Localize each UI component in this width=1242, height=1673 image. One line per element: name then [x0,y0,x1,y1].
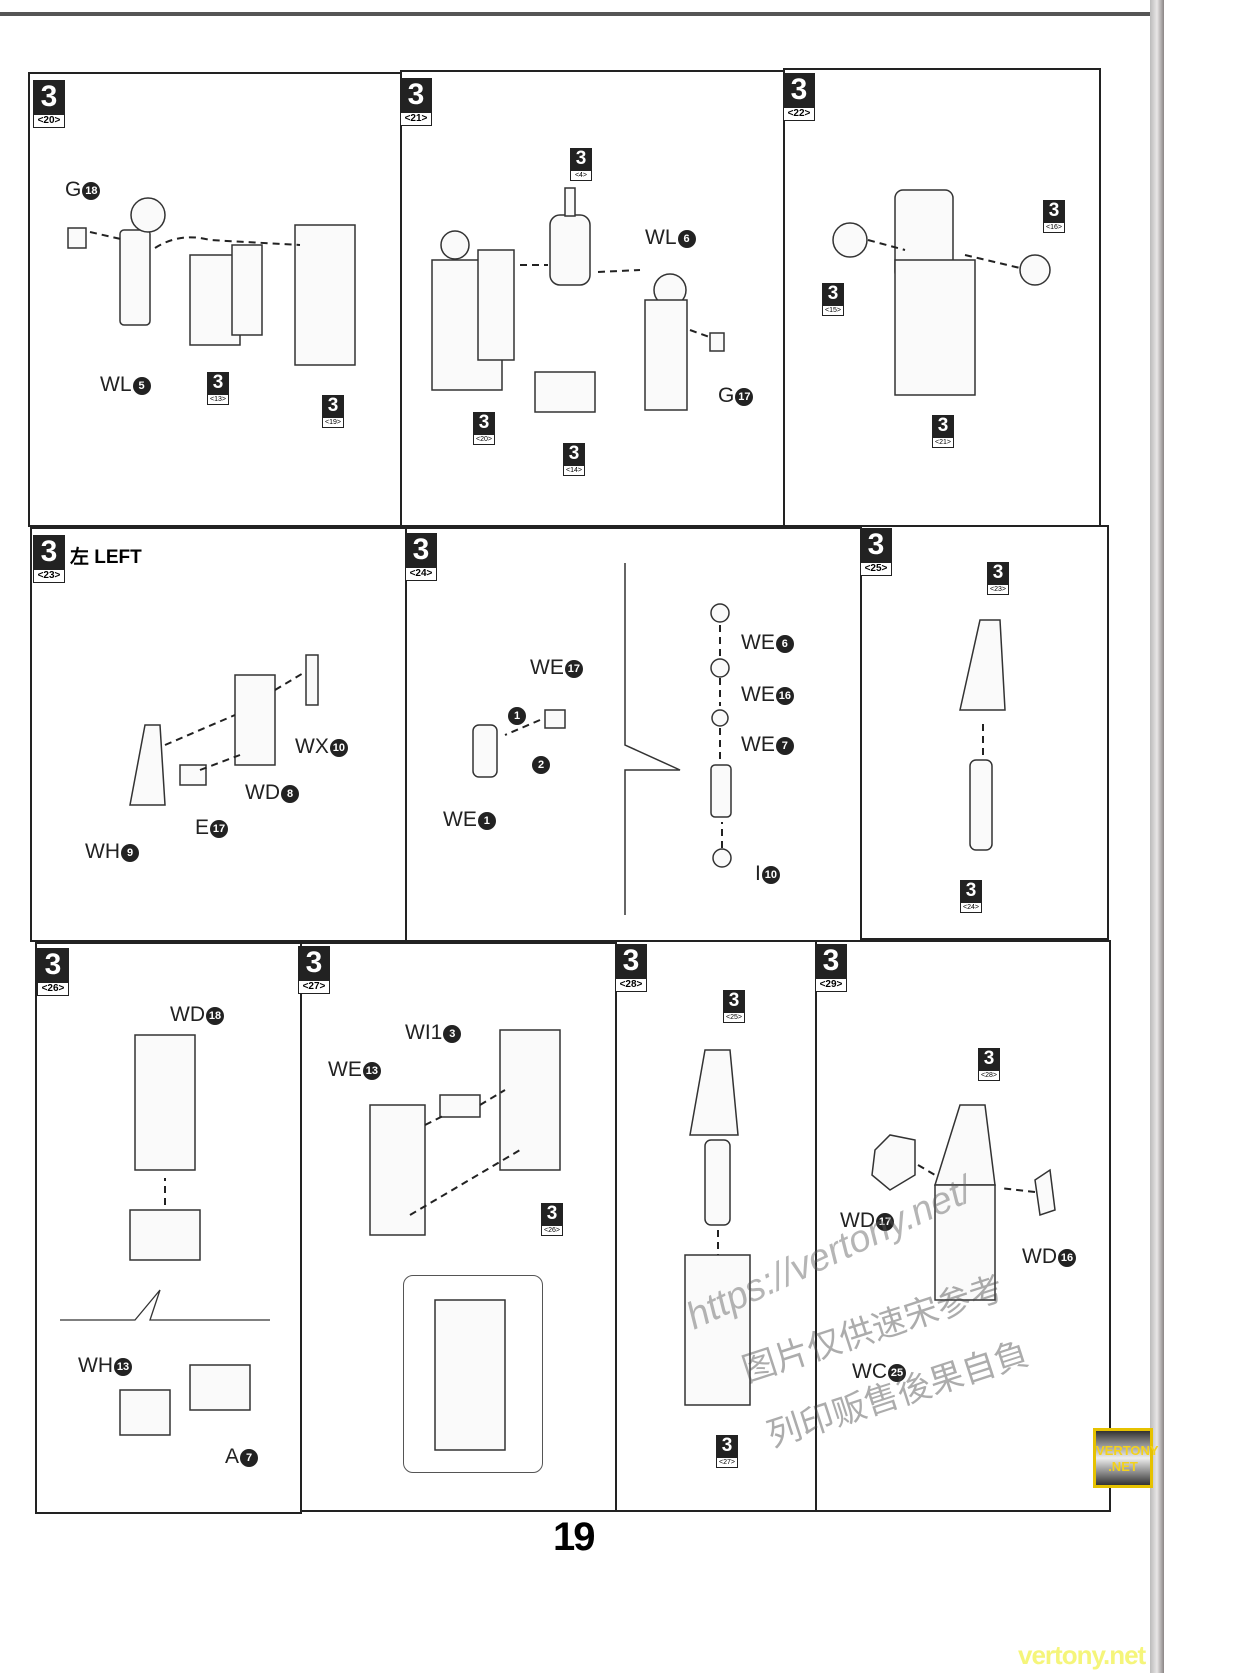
ref-badge: 3<21> [932,415,954,448]
page-number: 19 [553,1515,595,1559]
ref-badge: 3<28> [978,1048,1000,1081]
step-panel-25 [860,525,1109,940]
ref-badge: 3<24> [960,880,982,913]
part-g18 [67,227,87,249]
watermark-footer: vertony.net [1018,1640,1146,1670]
ref-badge: 3<26> [541,1203,563,1236]
ref-badge: 3<25> [723,990,745,1023]
step-badge-24: 3<24> [405,533,437,581]
binding-spine [1150,0,1164,1673]
part-plate [294,224,356,366]
ref-badge: 3<20> [473,412,495,445]
ref-badge: 3<23> [987,562,1009,595]
step-badge-26: 3<26> [37,948,69,996]
step-badge-29: 3<29> [815,944,847,992]
step-panel-23 [30,527,407,942]
scan-edge [0,12,1160,16]
step-badge-22: 3<22> [783,73,815,121]
step-badge-20: 3<20> [33,80,65,128]
ref-badge: 3<14> [563,443,585,476]
step-badge-23: 3<23> [33,535,65,583]
part-wl6 [644,299,688,411]
step-badge-28: 3<28> [615,944,647,992]
ref-badge: 3<19> [322,395,344,428]
ref-badge: 3<15> [822,283,844,316]
part-assembly [894,259,976,396]
part-14 [534,371,596,413]
ref-badge: 3<27> [716,1435,738,1468]
order-step-2: 2 [531,752,550,776]
side-label-left: 左 LEFT [70,547,142,568]
step-badge-27: 3<27> [298,946,330,994]
step-panel-28 [615,940,817,1512]
ref-badge: 3<13> [207,372,229,405]
part-joint [549,214,591,286]
part-wd8 [234,674,276,766]
step-badge-21: 3<21> [400,78,432,126]
order-step-1: 1 [507,703,526,727]
watermark-logo: VERTONY.NET [1093,1428,1159,1488]
part-we1 [472,724,498,778]
part-wl5 [119,229,151,326]
part-wh9 [129,724,166,806]
completed-view-inset [403,1275,543,1473]
step-badge-25: 3<25> [860,528,892,576]
ref-badge: 3<4> [570,148,592,181]
ref-badge: 3<16> [1043,200,1065,233]
